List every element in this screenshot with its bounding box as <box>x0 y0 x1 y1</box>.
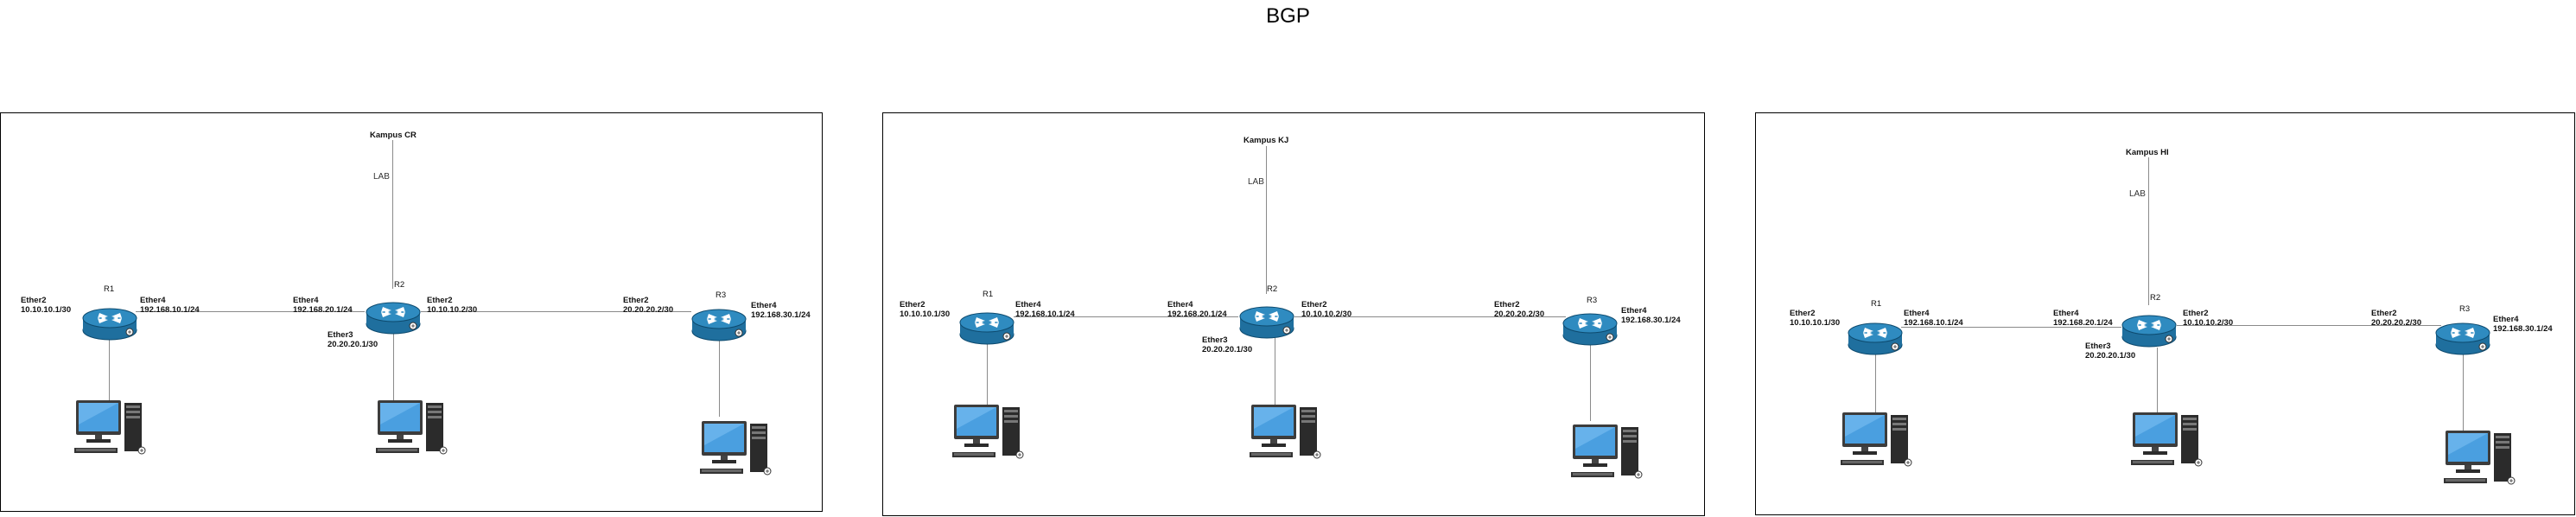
desktop-computer-icon <box>74 400 146 455</box>
r2-right-ip: 10.10.10.2/30 <box>427 305 478 315</box>
link-r1-r2 <box>1014 316 1238 317</box>
lab-link <box>1266 146 1267 294</box>
router-icon <box>959 312 1014 345</box>
r3-left-ip: 20.20.20.2/30 <box>1494 310 1545 319</box>
lab-label: LAB <box>1248 177 1264 187</box>
r2-right-if: Ether2 <box>2183 309 2209 318</box>
r2-left-ip: 192.168.20.1/24 <box>2053 318 2113 328</box>
r1-right-ip: 192.168.10.1/24 <box>1015 310 1075 319</box>
r2-down-if: Ether3 <box>2085 341 2111 351</box>
link-r3-pc <box>719 333 720 417</box>
desktop-computer-icon <box>1571 424 1643 479</box>
router-icon <box>691 309 747 341</box>
r1-left-if: Ether2 <box>1790 309 1816 318</box>
r1-left-ip: 10.10.10.1/30 <box>21 305 72 315</box>
r2-right-if: Ether2 <box>427 296 453 305</box>
lab-link <box>2148 157 2149 305</box>
link-r1-pc <box>109 331 110 400</box>
panel-frame <box>0 112 823 512</box>
r1-left-ip: 10.10.10.1/30 <box>1790 318 1841 328</box>
router-icon <box>1562 313 1618 346</box>
r1-left-ip: 10.10.10.1/30 <box>900 310 951 319</box>
r2-left-if: Ether4 <box>1167 300 1193 310</box>
r1-right-ip: 192.168.10.1/24 <box>1904 318 1963 328</box>
link-r2-r3 <box>2177 325 2441 326</box>
desktop-computer-icon <box>952 405 1024 459</box>
desktop-computer-icon <box>2444 431 2516 485</box>
router-icon <box>2121 315 2177 348</box>
router-icon <box>2435 322 2490 355</box>
r2-left-ip: 192.168.20.1/24 <box>293 305 353 315</box>
r1-right-ip: 192.168.10.1/24 <box>140 305 200 315</box>
r3-left-if: Ether2 <box>2371 309 2397 318</box>
r3-right-ip: 192.168.30.1/24 <box>1621 316 1681 325</box>
link-r3-pc <box>2463 348 2464 431</box>
r2-down-if: Ether3 <box>328 330 353 340</box>
r2-right-if: Ether2 <box>1301 300 1327 310</box>
desktop-computer-icon <box>1250 405 1321 459</box>
lab-label: LAB <box>373 172 390 182</box>
r1-right-if: Ether4 <box>140 296 166 305</box>
panel-frame <box>882 112 1705 516</box>
desktop-computer-icon <box>376 400 448 455</box>
r2-left-ip: 192.168.20.1/24 <box>1167 310 1227 319</box>
r2-left-if: Ether4 <box>293 296 319 305</box>
r3-name: R3 <box>716 290 727 300</box>
desktop-computer-icon <box>700 421 772 476</box>
link-r2-r3 <box>421 311 691 312</box>
router-icon <box>366 302 421 335</box>
r1-name: R1 <box>1871 299 1882 309</box>
campus-label: Kampus CR <box>370 131 417 140</box>
r1-left-if: Ether2 <box>900 300 925 310</box>
r1-left-if: Ether2 <box>21 296 47 305</box>
r3-left-ip: 20.20.20.2/30 <box>623 305 674 315</box>
r1-name: R1 <box>104 284 115 294</box>
r3-right-if: Ether4 <box>751 301 777 310</box>
desktop-computer-icon <box>2131 412 2203 467</box>
link-r3-pc <box>1590 338 1591 421</box>
r1-name: R1 <box>983 290 994 299</box>
router-icon <box>82 308 137 341</box>
diagram-title: BGP <box>1266 4 1310 28</box>
r3-name: R3 <box>2459 304 2471 314</box>
r2-down-ip: 20.20.20.1/30 <box>1202 345 1253 354</box>
r3-right-ip: 192.168.30.1/24 <box>751 310 811 320</box>
router-icon <box>1848 322 1903 355</box>
link-r2-pc <box>2157 348 2158 415</box>
r3-left-ip: 20.20.20.2/30 <box>2371 318 2422 328</box>
r2-left-if: Ether4 <box>2053 309 2079 318</box>
r2-right-ip: 10.10.10.2/30 <box>1301 310 1352 319</box>
link-r1-pc <box>987 335 988 405</box>
link-r2-r3 <box>1294 316 1566 317</box>
r3-left-if: Ether2 <box>623 296 649 305</box>
r2-right-ip: 10.10.10.2/30 <box>2183 318 2234 328</box>
lab-link <box>392 140 393 289</box>
r2-down-if: Ether3 <box>1202 335 1228 345</box>
r2-down-ip: 20.20.20.1/30 <box>2085 351 2136 361</box>
lab-label: LAB <box>2129 189 2146 199</box>
campus-label: Kampus HI <box>2126 148 2169 157</box>
r2-down-ip: 20.20.20.1/30 <box>328 340 378 349</box>
r3-name: R3 <box>1587 296 1598 305</box>
campus-label: Kampus KJ <box>1243 136 1289 145</box>
panel-frame <box>1755 112 2575 515</box>
r2-name: R2 <box>1267 284 1278 294</box>
r3-right-if: Ether4 <box>2493 315 2519 324</box>
r2-name: R2 <box>2150 293 2161 303</box>
router-icon <box>1239 306 1294 339</box>
link-r1-pc <box>1875 346 1876 413</box>
link-r1-r2 <box>1901 327 2121 328</box>
r3-right-ip: 192.168.30.1/24 <box>2493 324 2553 334</box>
r2-name: R2 <box>394 280 405 290</box>
r1-right-if: Ether4 <box>1904 309 1930 318</box>
r1-right-if: Ether4 <box>1015 300 1041 310</box>
link-r1-r2 <box>136 311 365 312</box>
desktop-computer-icon <box>1841 412 1912 467</box>
r3-left-if: Ether2 <box>1494 300 1520 310</box>
link-r2-pc <box>393 332 394 401</box>
r3-right-if: Ether4 <box>1621 306 1647 316</box>
